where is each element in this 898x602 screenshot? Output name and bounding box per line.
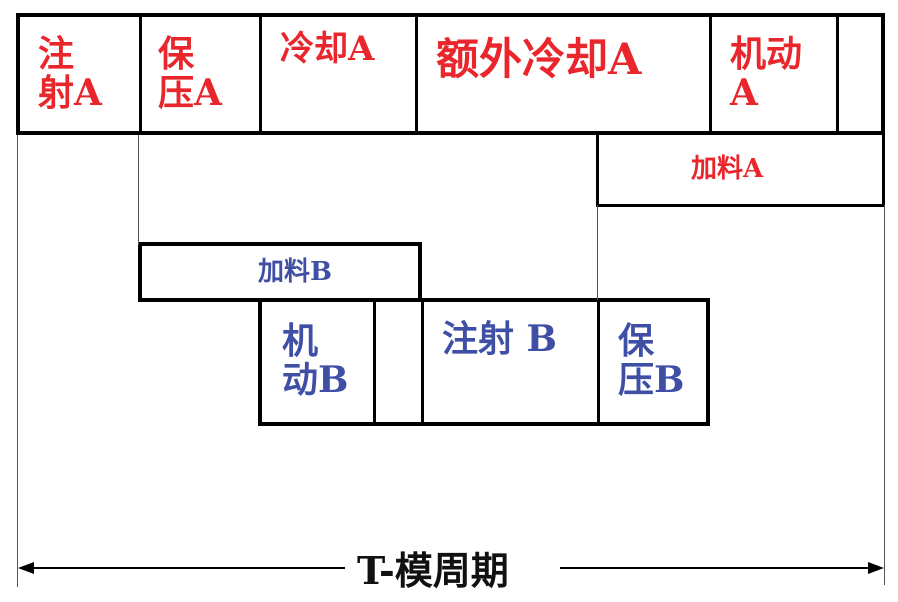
hold-b-line1: 保 [618,320,655,362]
cool-a-label: 冷却A [280,29,375,69]
cycle-label: T-模周期 [357,548,509,593]
cell-inject-b: 注射 B [424,302,600,422]
inject-b-label: 注射 B [442,318,557,360]
row-a-bar: 注 射A 保 压A 冷却A 额外冷却A 机动 A [16,13,885,135]
mold-move-b-line1: 机 [282,320,319,362]
hold-a-line2: 压A [158,71,222,114]
row-b-bar: 机 动B 注射 B 保 压B [258,298,710,426]
extra-cool-a-label: 额外冷却A [436,35,642,85]
connector-line-inject-hold [138,135,139,245]
arrowhead-right-icon [868,562,884,574]
hold-b-line2: 压B [618,358,685,401]
cell-blank-b [376,302,424,422]
cell-blank-a [839,17,881,131]
mold-move-b-line2: 动B [282,358,349,401]
cell-cool-a: 冷却A [262,17,418,131]
cell-mold-move-a: 机动 A [712,17,839,131]
feed-b-label: 加料B [258,257,332,287]
cell-inject-a: 注 射A [20,17,142,131]
cycle-left-boundary [17,135,18,587]
mold-move-a-line2: A [730,71,758,114]
feed-a-bar: 加料A [596,135,885,207]
arrowhead-left-icon [18,562,34,574]
hold-a-line1: 保 [158,33,195,75]
cell-extra-cool-a: 额外冷却A [418,17,712,131]
cell-mold-move-b: 机 动B [262,302,376,422]
feed-b-bar: 加料B [138,242,422,302]
connector-line-feed-a-hold-b [597,205,598,300]
inject-a-line1: 注 [38,33,75,75]
inject-a-line2: 射A [38,71,102,114]
feed-a-label: 加料A [691,154,764,184]
mold-move-a-line1: 机动 [730,33,803,75]
cell-hold-b: 保 压B [600,302,706,422]
cell-hold-a: 保 压A [142,17,262,131]
cycle-right-boundary [884,205,885,585]
